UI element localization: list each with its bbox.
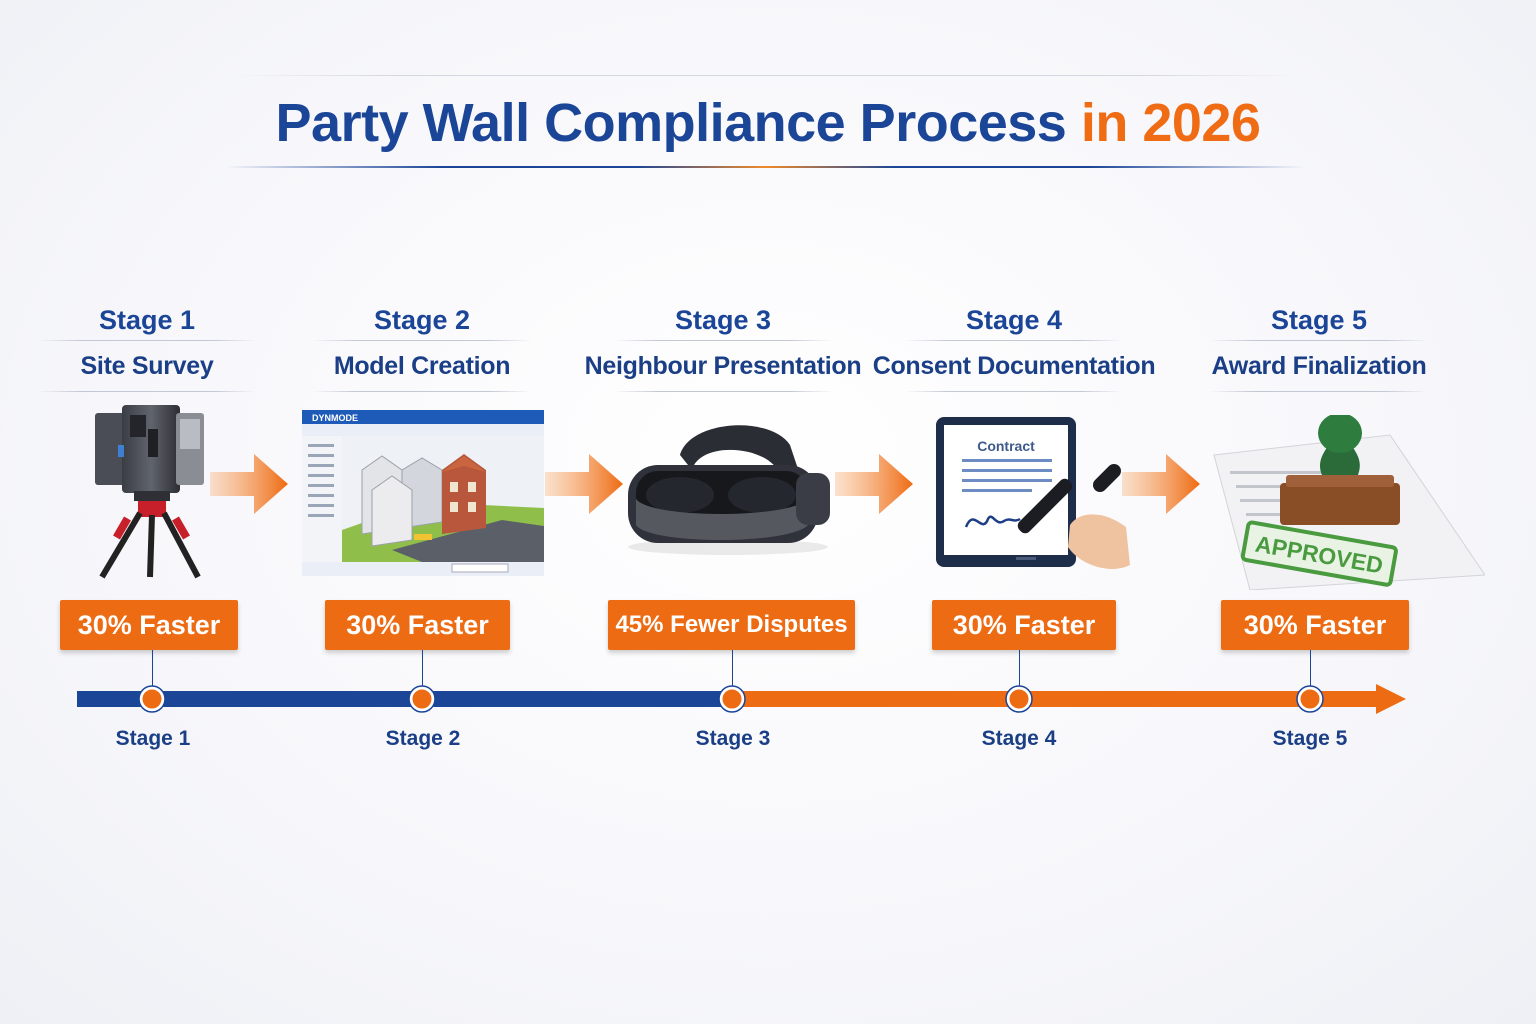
3d-model-software-icon: DYNMODE	[302, 410, 544, 576]
stage-4-badge: 30% Faster	[932, 600, 1116, 650]
app-brand-text: DYNMODE	[312, 413, 358, 423]
page-title: Party Wall Compliance Process in 2026	[276, 93, 1261, 153]
stage-label: Stage 5	[1270, 305, 1368, 335]
timeline-label-5: Stage 5	[1272, 727, 1348, 750]
stage-divider	[613, 340, 833, 341]
stage-5-badge: 30% Faster	[1221, 600, 1409, 650]
stage-name: Site Survey	[80, 352, 214, 380]
title-main: Party Wall Compliance Process	[275, 93, 1067, 153]
stage-label: Stage 2	[373, 305, 471, 335]
timeline-segment-blue	[77, 691, 733, 707]
approved-stamp-icon: APPROVED	[1213, 415, 1485, 590]
stage-name: Model Creation	[333, 352, 511, 380]
stage-divider	[37, 340, 257, 341]
signed-contract-tablet-icon: Contract	[936, 417, 1130, 569]
timeline-arrowhead	[1376, 684, 1406, 714]
laser-scanner-icon	[95, 405, 204, 579]
stage-name: Consent Documentation	[872, 352, 1156, 380]
timeline-marker-5	[1297, 686, 1323, 712]
stage-divider	[312, 391, 532, 392]
flow-arrow-3	[835, 454, 913, 514]
title-top-rule	[235, 75, 1300, 76]
stage-2-badge: 30% Faster	[325, 600, 510, 650]
stage-name: Neighbour Presentation	[584, 352, 862, 380]
timeline-markers	[138, 685, 1324, 713]
timeline-marker-1	[139, 686, 165, 712]
timeline-label-3: Stage 3	[695, 727, 771, 750]
stage-5-connector	[1310, 650, 1311, 688]
title-underline	[225, 166, 1305, 168]
stage-divider	[904, 340, 1124, 341]
stage-4-header: Stage 4 Consent Documentation	[869, 300, 1159, 392]
stage-divider	[1209, 391, 1429, 392]
stage-5-header: Stage 5 Award Finalization	[1174, 300, 1464, 392]
stage-3-header: Stage 3 Neighbour Presentation	[578, 300, 868, 392]
timeline-segment-orange	[733, 691, 1378, 707]
title-accent: in 2026	[1080, 93, 1261, 153]
timeline-marker-2	[409, 686, 435, 712]
stage-label: Stage 1	[98, 305, 196, 335]
flow-arrow-2	[545, 454, 623, 514]
timeline-marker-3	[719, 686, 745, 712]
stage-4-connector	[1019, 650, 1020, 688]
stage-1-badge: 30% Faster	[60, 600, 238, 650]
timeline-marker-4	[1006, 686, 1032, 712]
timeline-label-4: Stage 4	[981, 727, 1057, 750]
stage-divider	[904, 391, 1124, 392]
flow-arrow-4	[1122, 454, 1200, 514]
flow-arrow-1	[210, 454, 288, 514]
timeline-label-1: Stage 1	[115, 727, 191, 750]
stage-divider	[312, 340, 532, 341]
stage-3-connector	[732, 650, 733, 688]
stage-divider	[1209, 340, 1429, 341]
stage-divider	[37, 391, 257, 392]
stage-3-badge: 45% Fewer Disputes	[608, 600, 855, 650]
stage-divider	[613, 391, 833, 392]
vr-headset-icon	[628, 425, 830, 555]
timeline-bar	[77, 684, 1406, 714]
stage-label: Stage 3	[674, 305, 772, 335]
stage-2-connector	[422, 650, 423, 688]
stage-1-connector	[152, 650, 153, 688]
stage-name: Award Finalization	[1211, 352, 1427, 380]
contract-heading: Contract	[977, 438, 1035, 454]
stage-2-header: Stage 2 Model Creation	[277, 300, 567, 392]
stage-label: Stage 4	[965, 305, 1063, 335]
timeline-label-2: Stage 2	[385, 727, 461, 750]
stage-1-header: Stage 1 Site Survey	[2, 300, 292, 392]
title-block: Party Wall Compliance Process in 2026	[0, 92, 1536, 154]
